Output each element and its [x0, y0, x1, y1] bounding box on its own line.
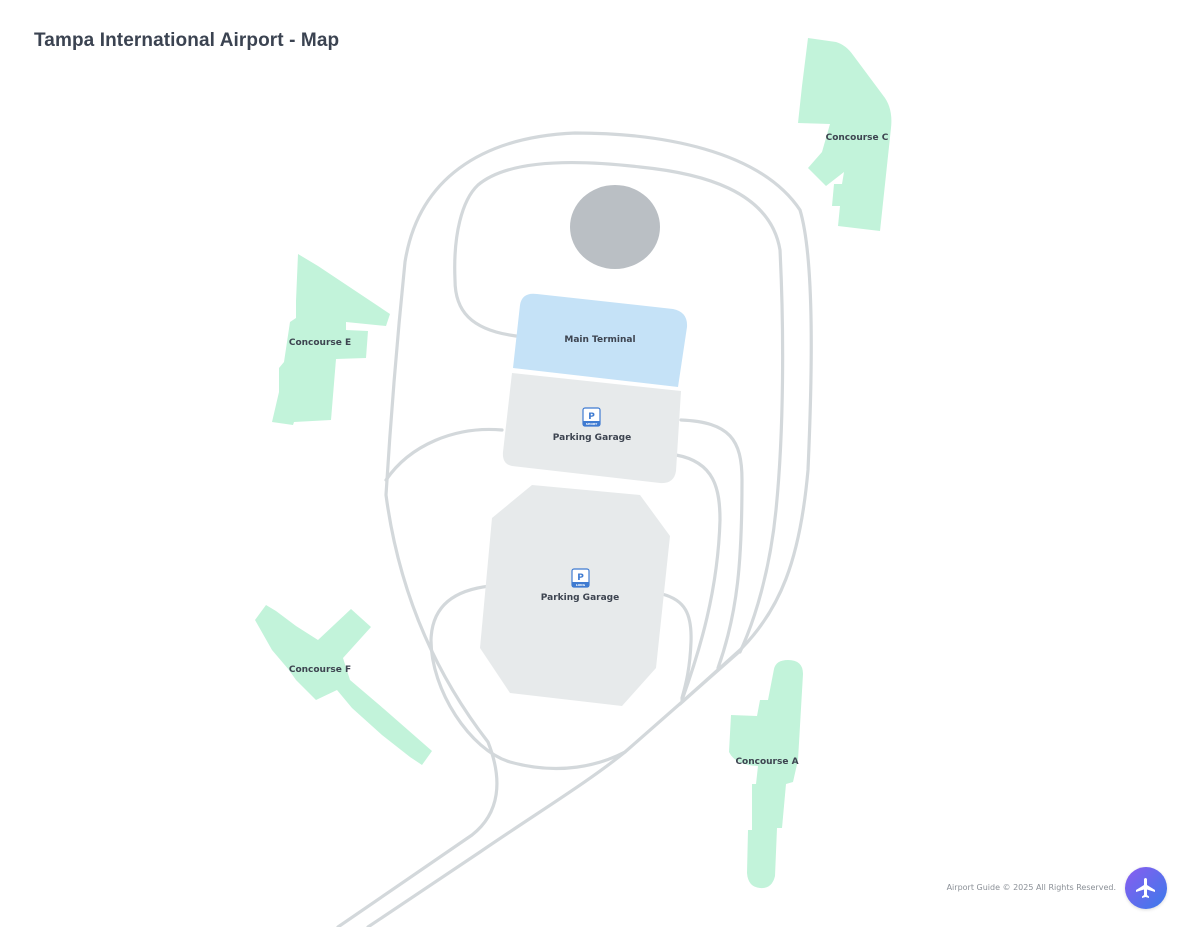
main-terminal[interactable]: Main Terminal [513, 293, 688, 387]
page-title: Tampa International Airport - Map [34, 30, 340, 51]
concourse-c-building[interactable] [798, 38, 892, 231]
concourse-a-label: Concourse A [735, 757, 798, 767]
concourse-e-building[interactable] [272, 254, 390, 425]
concourse-c[interactable]: Concourse C [798, 38, 892, 231]
concourse-c-label: Concourse C [826, 133, 889, 143]
airplane-icon [1136, 878, 1155, 898]
parking-icon: P LONG [571, 568, 590, 588]
concourse-e-label: Concourse E [289, 338, 351, 348]
road-east-ramp-1 [679, 418, 744, 670]
svg-text:P: P [577, 573, 584, 583]
concourse-a-building[interactable] [729, 660, 803, 889]
short-term-garage-building[interactable] [502, 373, 681, 484]
short-term-badge: SHORT [586, 422, 598, 426]
concourse-f[interactable]: Concourse F [255, 605, 432, 765]
long-term-garage-building[interactable] [480, 485, 670, 706]
concourse-f-building[interactable] [255, 605, 432, 765]
road-main-approach [366, 649, 742, 927]
road-inner-loop [453, 160, 785, 654]
long-term-garage[interactable]: P LONG Parking Garage [480, 485, 670, 706]
road-south-loop [429, 584, 627, 771]
surface-lot[interactable] [570, 185, 660, 269]
road-east-ramp-2 [674, 453, 722, 702]
concourse-f-label: Concourse F [289, 665, 351, 675]
airplane-button[interactable] [1125, 867, 1167, 909]
long-term-badge: LONG [576, 583, 586, 587]
roads [336, 131, 813, 927]
road-long-garage-exit [660, 592, 693, 700]
footer-copyright: Airport Guide © 2025 All Rights Reserved… [946, 883, 1116, 892]
long-term-garage-label: Parking Garage [541, 593, 619, 603]
concourse-a[interactable]: Concourse A [729, 660, 803, 889]
parking-icon: P SHORT [582, 407, 601, 427]
main-terminal-building[interactable] [513, 293, 688, 387]
road-garage-return [384, 427, 504, 482]
concourse-e[interactable]: Concourse E [272, 254, 390, 425]
main-terminal-label: Main Terminal [564, 335, 635, 345]
svg-text:P: P [588, 412, 595, 422]
short-term-garage-label: Parking Garage [553, 433, 631, 443]
short-term-garage[interactable]: P SHORT Parking Garage [502, 373, 681, 484]
road-outer-loop [336, 131, 813, 927]
